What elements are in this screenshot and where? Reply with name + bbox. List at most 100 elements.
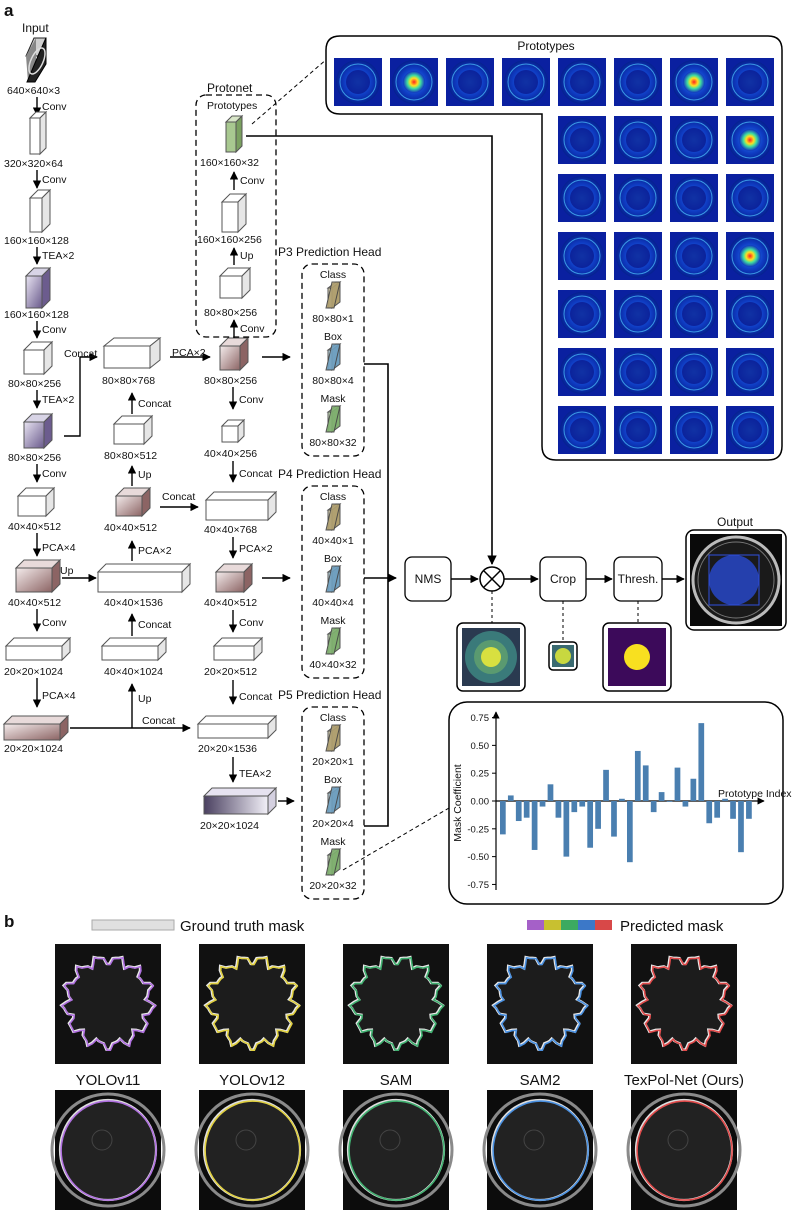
y-tick-label: 0.50 xyxy=(471,741,490,752)
comparison-image-irregular xyxy=(343,944,449,1064)
dim-label: 320×320×64 xyxy=(4,158,63,170)
multiply-icon xyxy=(479,566,505,592)
backbone: Input 640×640×3 Conv 320×320×64 Conv 160… xyxy=(2,21,76,755)
nms-label: NMS xyxy=(415,572,442,586)
comparison-image-round xyxy=(50,1090,166,1210)
prototype-map xyxy=(502,58,550,106)
y-tick-label: -0.25 xyxy=(467,824,489,835)
head-title: P4 Prediction Head xyxy=(278,467,381,481)
prediction-head-5: P5 Prediction HeadClass20×20×1Box20×20×4… xyxy=(278,688,381,900)
head-output-label: Mask xyxy=(320,393,346,405)
prototype-map xyxy=(726,406,774,454)
coefficient-bar xyxy=(634,750,641,801)
method-label: SAM2 xyxy=(520,1072,561,1089)
panel-b: Ground truth mask Predicted mask YOLOv11… xyxy=(50,918,744,1210)
head-output-dim: 40×40×4 xyxy=(312,597,354,609)
dim-label: 80×80×256 xyxy=(8,378,61,390)
coefficient-bar xyxy=(706,801,713,824)
op-label: Conv xyxy=(239,617,264,629)
feature-block xyxy=(204,490,278,522)
head-output-dim: 80×80×1 xyxy=(312,313,354,325)
method-label: YOLOv12 xyxy=(219,1072,285,1089)
op-label: Concat xyxy=(142,715,175,727)
head-output-block xyxy=(325,786,342,814)
prototype-map xyxy=(558,174,606,222)
prototype-map xyxy=(614,58,662,106)
dim-label: 20×20×1024 xyxy=(4,743,63,755)
comparison-image-round xyxy=(626,1090,742,1210)
coefficient-bar xyxy=(515,801,522,822)
input-image xyxy=(25,37,47,83)
coefficient-bar xyxy=(698,723,705,801)
head-output-block xyxy=(325,281,342,309)
crop-thumbnail xyxy=(548,641,578,671)
dim-label: 40×40×1536 xyxy=(104,597,163,609)
head-output-block xyxy=(325,503,342,531)
op-label: PCA×4 xyxy=(42,690,76,702)
op-label: TEA×2 xyxy=(42,394,75,406)
coefficient-bar xyxy=(714,801,721,818)
prototype-map xyxy=(614,174,662,222)
prediction-heads: P3 Prediction HeadClass80×80×1Box80×80×4… xyxy=(278,245,381,900)
coefficient-bar xyxy=(603,769,609,801)
prototype-map xyxy=(614,348,662,396)
prototype-map xyxy=(670,290,718,338)
head-output-block xyxy=(325,343,342,371)
pred-legend-segment xyxy=(527,920,544,930)
coefficient-bar xyxy=(722,798,728,801)
head-output-label: Box xyxy=(324,553,343,565)
prediction-head-3: P3 Prediction HeadClass80×80×1Box80×80×4… xyxy=(278,245,381,457)
pred-legend-segment xyxy=(578,920,595,930)
op-label: PCA×4 xyxy=(42,542,76,554)
prototype-map xyxy=(726,58,774,106)
head-output-dim: 80×80×32 xyxy=(309,437,356,449)
prototype-map xyxy=(614,406,662,454)
pred-legend-label: Predicted mask xyxy=(620,918,724,935)
pca-block xyxy=(14,558,62,594)
coefficient-bar xyxy=(730,801,736,819)
dim-label: 40×40×256 xyxy=(204,448,257,460)
head-output-label: Mask xyxy=(320,836,346,848)
pca-block xyxy=(114,486,152,518)
protonet: Protonet Prototypes 160×160×32 Conv 160×… xyxy=(195,81,277,338)
head-output-dim: 40×40×1 xyxy=(312,535,354,547)
protonet-prototypes-label: Prototypes xyxy=(207,100,257,112)
pipeline: NMS Crop Thresh. xyxy=(404,515,787,692)
coefficient-bar xyxy=(563,801,570,857)
head-output-label: Class xyxy=(320,712,346,724)
feature-block xyxy=(112,414,154,446)
op-label: Up xyxy=(60,565,74,577)
op-label: Conv xyxy=(240,323,265,335)
prototype-map xyxy=(726,348,774,396)
prototype-map xyxy=(670,58,718,106)
op-label: Up xyxy=(240,250,254,262)
prototype-map xyxy=(726,290,774,338)
prototype-map xyxy=(614,116,662,164)
head-output-block xyxy=(325,848,342,876)
method-label: YOLOv11 xyxy=(76,1072,141,1089)
head-output-dim: 20×20×32 xyxy=(309,880,356,892)
coefficient-bar xyxy=(746,801,752,819)
head-output-dim: 80×80×4 xyxy=(312,375,354,387)
feature-block xyxy=(102,336,162,370)
feature-block xyxy=(220,192,248,234)
coefficient-bar xyxy=(571,801,578,813)
prototype-map xyxy=(670,232,718,280)
coefficient-chart: 0.750.500.250.00-0.25-0.50-0.75 xyxy=(467,711,765,891)
coefficient-bar xyxy=(674,767,681,801)
op-label: TEA×2 xyxy=(239,768,272,780)
coefficient-bar xyxy=(507,795,514,801)
dim-label: 40×40×768 xyxy=(204,524,257,536)
coefficient-bar xyxy=(619,798,625,801)
prototype-block xyxy=(224,114,244,154)
head-output-label: Class xyxy=(320,269,346,281)
feature-block xyxy=(96,562,192,594)
coefficient-bar xyxy=(547,784,554,801)
prototype-map xyxy=(614,232,662,280)
dim-label: 40×40×512 xyxy=(8,597,61,609)
dim-label: 40×40×512 xyxy=(8,521,61,533)
y-axis-label: Mask Coefficient xyxy=(452,764,464,842)
pca-block xyxy=(2,714,70,742)
coefficient-bar xyxy=(627,801,633,863)
